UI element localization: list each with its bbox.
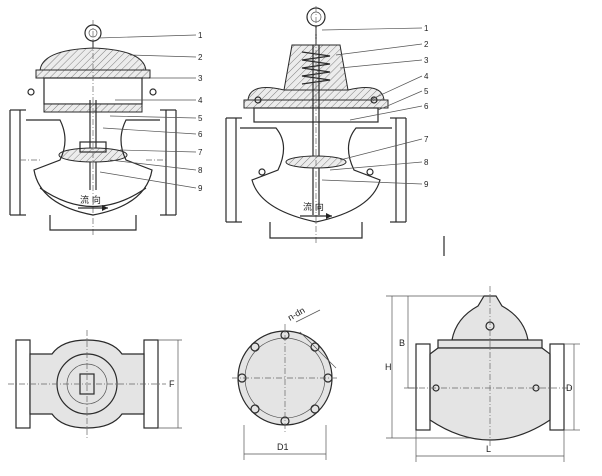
bolt-hole-label: n-dn [286, 305, 307, 323]
dimension-b-label: B [399, 338, 405, 348]
dimension-d1-label: D1 [277, 442, 289, 452]
part-number-3: 3 [198, 74, 203, 83]
part-number-5: 5 [198, 114, 203, 123]
part-number-6: 6 [424, 102, 429, 111]
side-view: F [8, 330, 182, 440]
part-number-2: 2 [198, 53, 203, 62]
dimension-f-label: F [169, 379, 175, 389]
dimension-h-label: H [385, 362, 392, 372]
part-number-7: 7 [198, 148, 203, 157]
part-number-8: 8 [198, 166, 203, 175]
part-number-9: 9 [424, 180, 429, 189]
bonnet-outline [451, 295, 529, 341]
flow-direction-label-left: 流 向 [80, 194, 101, 206]
right-section-view: 流 向 1 2 3 4 5 6 7 8 9 [225, 6, 445, 256]
flow-direction-label-right: 流 向 [303, 201, 324, 213]
part-number-9: 9 [198, 184, 203, 193]
spring-coil [301, 51, 331, 85]
part-number-5: 5 [424, 87, 429, 96]
left-section-view: 流 向 1 2 3 4 5 6 7 8 9 [9, 20, 203, 235]
bonnet-dome [39, 47, 147, 73]
part-number-3: 3 [424, 56, 429, 65]
dimension-d-label: D [566, 383, 573, 393]
part-number-1: 1 [424, 24, 429, 33]
flange-view: n-dn D1 [232, 305, 338, 460]
front-view: H B D L [385, 286, 580, 462]
part-number-4: 4 [424, 72, 429, 81]
part-number-1: 1 [198, 31, 203, 40]
part-number-8: 8 [424, 158, 429, 167]
part-number-4: 4 [198, 96, 203, 105]
part-number-6: 6 [198, 130, 203, 139]
valve-body-outline [240, 127, 392, 223]
part-number-2: 2 [424, 40, 429, 49]
part-number-7: 7 [424, 135, 429, 144]
dimension-l-label: L [486, 444, 491, 454]
